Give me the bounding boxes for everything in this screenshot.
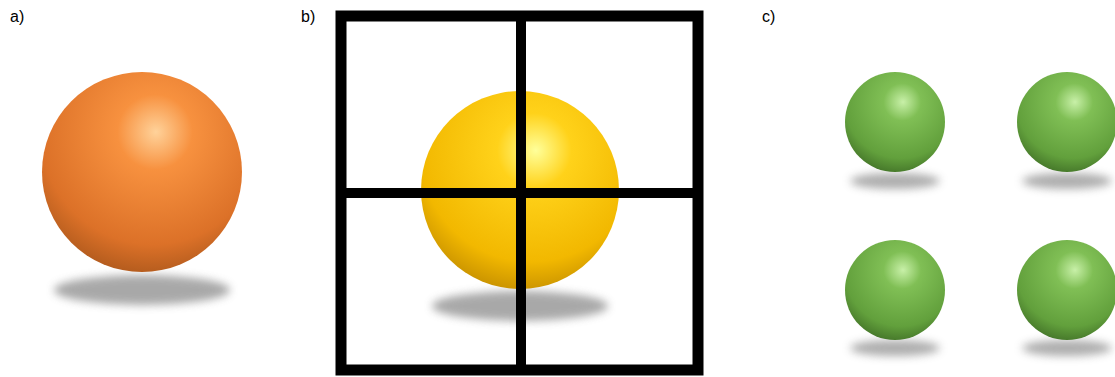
sphere-shadow (850, 173, 940, 189)
panel-label: c) (762, 8, 775, 26)
green-sphere (845, 72, 945, 172)
orange-sphere (42, 72, 242, 272)
green-sphere (1017, 240, 1115, 340)
panel-label: b) (301, 8, 315, 26)
grid-line (341, 188, 698, 198)
sphere-shadow (54, 275, 230, 305)
panel-label: a) (10, 8, 24, 26)
sphere-shadow (1022, 340, 1112, 356)
grid-frame (341, 16, 698, 370)
green-sphere (845, 240, 945, 340)
sphere-shadow (1022, 173, 1112, 189)
green-sphere (1017, 72, 1115, 172)
sphere-shadow (850, 340, 940, 356)
